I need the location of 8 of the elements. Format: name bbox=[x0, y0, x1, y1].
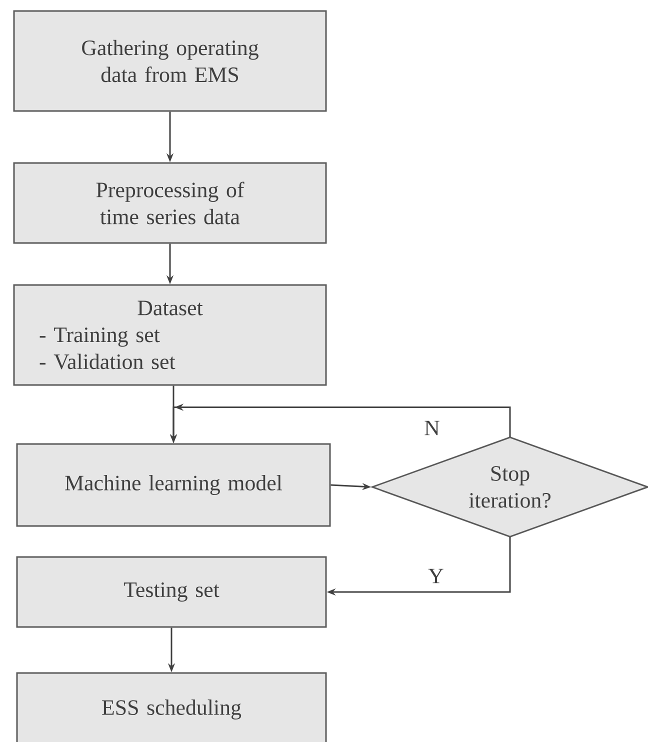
process-box: ESS scheduling bbox=[16, 672, 327, 742]
edge-label: Y bbox=[427, 568, 445, 584]
edge-label: N bbox=[423, 420, 441, 436]
process-box: Preprocessing of time series data bbox=[13, 162, 327, 244]
process-box: Dataset - Training set - Validation set bbox=[13, 284, 327, 386]
process-box: Testing set bbox=[16, 556, 327, 628]
process-box: Gathering operating data from EMS bbox=[13, 10, 327, 112]
process-box: Machine learning model bbox=[16, 443, 331, 527]
